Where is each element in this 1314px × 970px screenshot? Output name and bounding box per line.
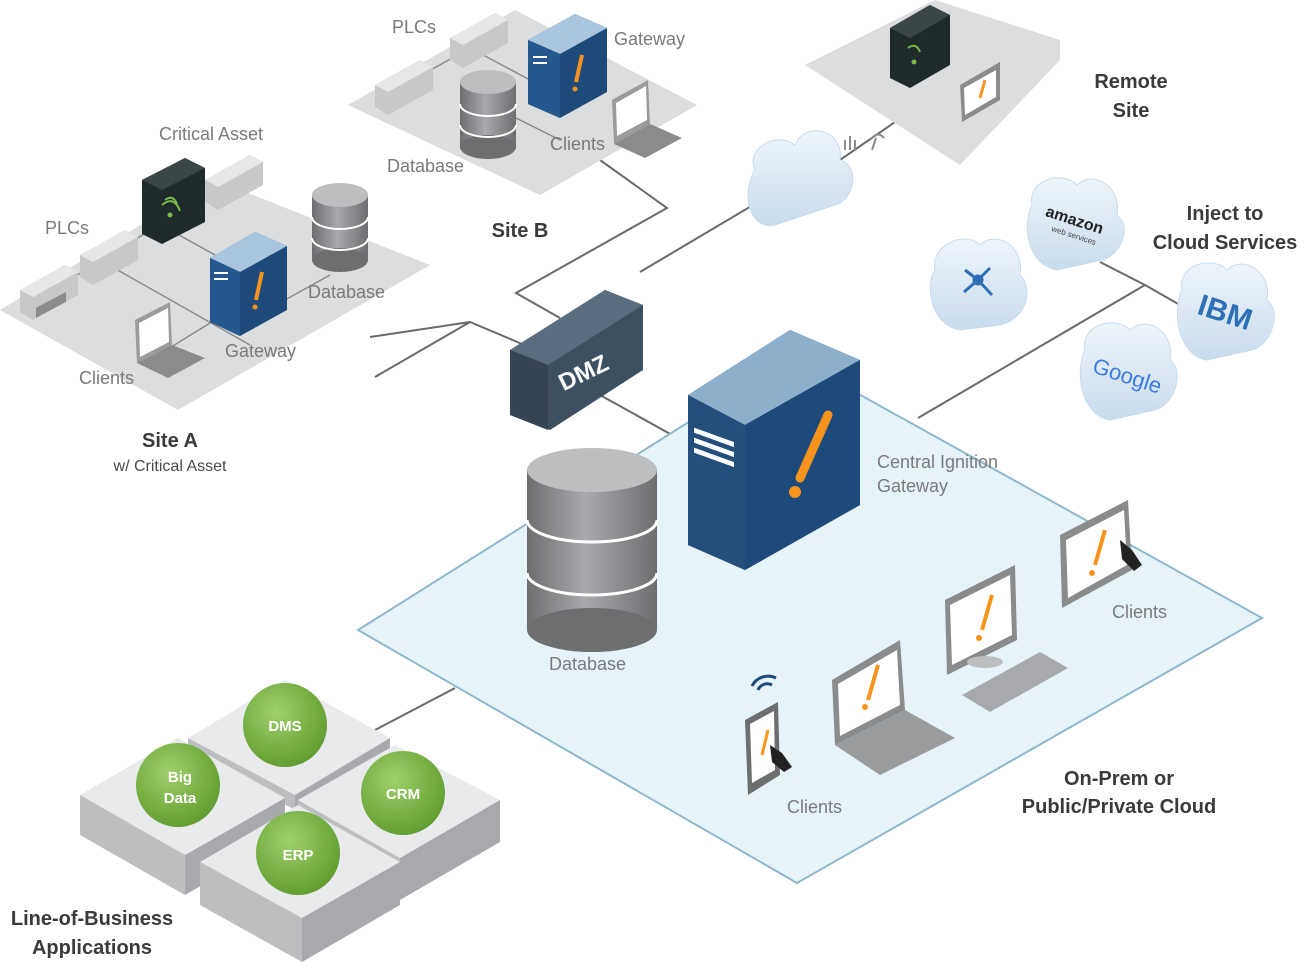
- bigdata-label-2: Data: [164, 790, 197, 807]
- cloud-services-group: amazon web services IBM Google: [929, 177, 1275, 421]
- site-a-database-label: Database: [308, 282, 386, 302]
- site-b-gateway-label: Gateway: [614, 29, 686, 49]
- business-apps: DMS Big Data CRM ERP: [80, 680, 500, 962]
- critical-asset-device: [142, 158, 205, 244]
- crm-label: CRM: [386, 786, 420, 803]
- azure-icon: [963, 266, 994, 297]
- crm-bubble: [361, 751, 445, 835]
- business-title-2: Applications: [31, 937, 153, 959]
- remote-device: [890, 5, 950, 88]
- line-cloud-to-central: [917, 284, 1146, 419]
- central-gateway-label-2: Gateway: [877, 476, 949, 496]
- site-b-plcs-label: PLCs: [392, 17, 437, 37]
- site-b-database: [459, 70, 517, 159]
- dmz-block: DMZ: [510, 290, 643, 430]
- satellite-dish-icon: [869, 133, 885, 151]
- line-amazon-branch: [1099, 261, 1146, 286]
- site-b-clients-label: Clients: [550, 134, 606, 154]
- bigdata-label-1: Big: [168, 769, 192, 786]
- erp-bubble: [256, 811, 340, 895]
- wifi-icon: [750, 674, 777, 691]
- site-a-plc-1: [20, 265, 78, 320]
- site-a-critical-asset-label: Critical Asset: [159, 124, 264, 144]
- google-cloud: Google: [1079, 322, 1178, 421]
- site-b-plc-1: [375, 60, 433, 115]
- site-a-plc-2: [80, 230, 138, 285]
- central-client-touchpanel: [1060, 500, 1142, 608]
- site-b-gateway-server: [528, 14, 607, 118]
- central-client-tablet: [745, 674, 792, 795]
- central-client-laptop: [832, 640, 955, 775]
- business-title-1: Line-of-Business: [10, 908, 174, 930]
- central-database-label: Database: [549, 654, 627, 674]
- remote-cloud: [747, 130, 854, 226]
- central-clients-bottom-label: Clients: [787, 797, 843, 817]
- remote-site-title-1: Remote: [1094, 71, 1168, 93]
- site-b-client-laptop: [612, 80, 682, 158]
- ibm-cloud: IBM: [1176, 262, 1275, 361]
- site-b: [348, 10, 697, 195]
- remote-site: [805, 0, 1060, 165]
- central-gateway-server: [688, 330, 860, 570]
- remote-client-touchscreen: [960, 62, 1000, 122]
- site-a: [0, 155, 430, 410]
- zone-title-1: On-Prem or: [1063, 768, 1175, 790]
- central-database: [525, 448, 659, 652]
- erp-label: ERP: [283, 847, 314, 864]
- site-a-plc-3: [205, 155, 263, 210]
- central-client-desktop: [945, 565, 1068, 712]
- cloud-services-title-2: Cloud Services: [1152, 232, 1298, 254]
- amazon-cloud: amazon web services: [1026, 177, 1125, 271]
- antenna-icon: [844, 136, 856, 150]
- site-a-database: [311, 183, 369, 272]
- remote-site-platform: [805, 0, 1060, 165]
- line-site-a-to-dmz: [369, 320, 561, 378]
- site-a-client-laptop: [135, 302, 205, 378]
- site-b-title: Site B: [491, 220, 549, 242]
- site-a-subtitle: w/ Critical Asset: [113, 458, 227, 475]
- line-site-b-to-dmz: [513, 159, 669, 319]
- site-a-gateway-server: [210, 232, 287, 336]
- zone-title-2: Public/Private Cloud: [1021, 796, 1217, 818]
- remote-site-title-2: Site: [1112, 100, 1150, 122]
- site-a-clients-label: Clients: [79, 368, 135, 388]
- site-a-title: Site A: [142, 430, 198, 452]
- site-b-platform: [348, 10, 697, 195]
- site-a-plcs-label: PLCs: [45, 218, 90, 238]
- bigdata-bubble: [136, 743, 220, 827]
- site-b-database-label: Database: [387, 156, 465, 176]
- site-a-gateway-label: Gateway: [225, 341, 297, 361]
- azure-cloud: [929, 238, 1028, 331]
- dms-label: DMS: [268, 718, 301, 735]
- central-gateway-label-1: Central Ignition: [877, 452, 999, 472]
- cloud-services-title-1: Inject to: [1186, 203, 1264, 225]
- dms-bubble: [243, 683, 327, 767]
- site-b-plc-2: [450, 13, 508, 68]
- line-central-to-apps: [374, 687, 456, 731]
- central-clients-right-label: Clients: [1112, 602, 1168, 622]
